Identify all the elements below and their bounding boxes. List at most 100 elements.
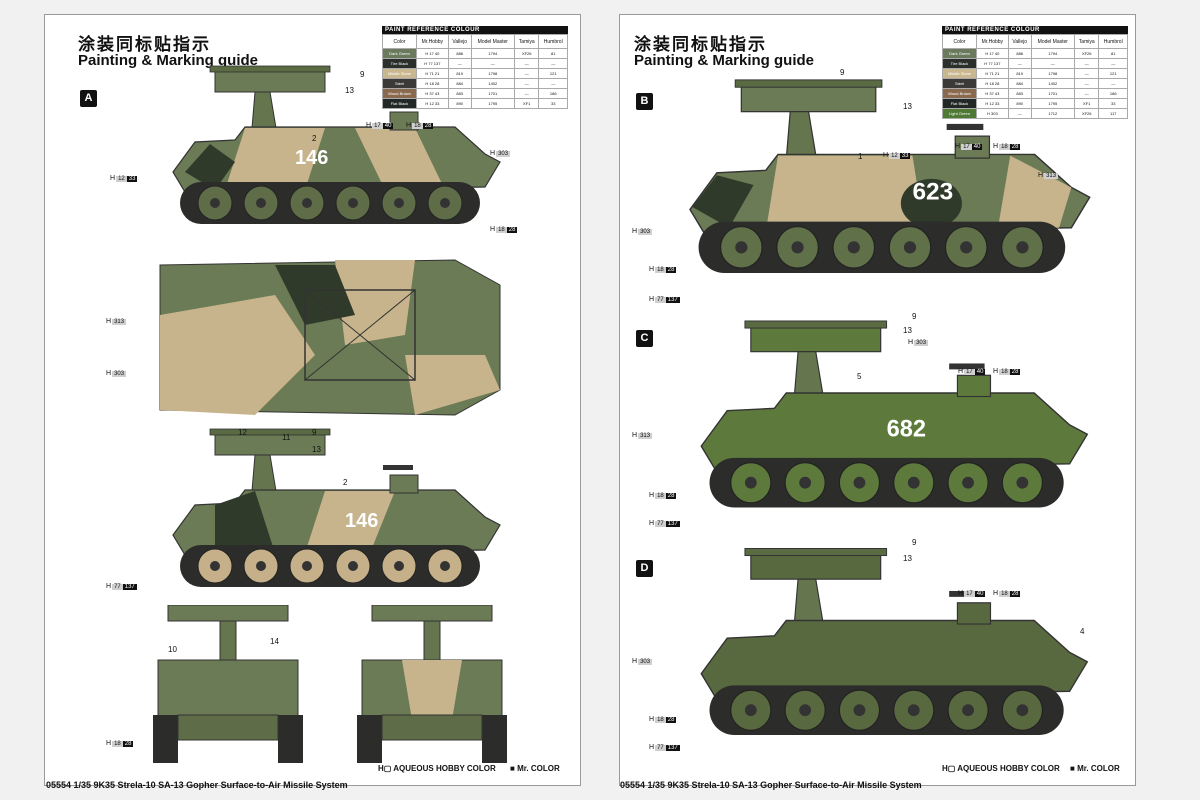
camo-patch — [765, 155, 925, 232]
callout-code: 12 — [889, 152, 900, 159]
paint-code-mm: 1402 — [1030, 78, 1075, 89]
vehicle-d-side — [700, 548, 1089, 735]
paint-code-tamiya: XF26 — [513, 48, 540, 59]
vehicle-a-side: 146 — [172, 65, 501, 224]
paint-code-humbrol: — — [1098, 78, 1128, 89]
callout-code: 313 — [112, 318, 127, 325]
commander-cupola — [389, 474, 419, 494]
callout-code: 77 — [112, 583, 123, 590]
callout-prefix: H — [649, 266, 655, 273]
title-chinese-left: 涂装同标贴指示 — [78, 35, 211, 54]
callout-mr-code: 28 — [1009, 590, 1021, 597]
hull — [157, 659, 299, 721]
wheel-hub — [907, 476, 920, 489]
track — [482, 715, 507, 763]
callout-code: 18 — [655, 266, 666, 273]
part-number-label: 13 — [345, 86, 354, 95]
callout-code: 17 — [961, 143, 972, 150]
callout-mr-code: 137 — [665, 520, 680, 527]
color-swatch: Wood Brown — [942, 88, 977, 99]
missile-tube — [744, 320, 888, 329]
paint-code-mm: 1794 — [1030, 48, 1075, 59]
callout-prefix: H — [106, 318, 112, 325]
callout-code: 18 — [655, 716, 666, 723]
callout-code: 77 — [655, 520, 666, 527]
callout-prefix: H — [993, 590, 999, 597]
missile-launcher — [750, 325, 882, 353]
callout-prefix: H — [490, 150, 496, 157]
part-number-label: 1 — [858, 152, 863, 161]
wheel-hub — [1016, 476, 1029, 489]
wheel-hub — [960, 241, 973, 254]
commander-cupola — [389, 111, 419, 131]
camo-patch — [900, 178, 962, 228]
launcher-outline — [304, 289, 416, 381]
scheme-label-d: D — [636, 560, 653, 577]
legend-aqueous-right: H▢ AQUEOUS HOBBY COLOR — [942, 764, 1060, 773]
paint-code-tamiya: XF26 — [1073, 108, 1100, 119]
part-number-label: 9 — [912, 538, 917, 547]
part-number-label: 4 — [1080, 627, 1085, 636]
paint-code-humbrol: 186 — [538, 88, 568, 99]
part-number-label: 9 — [312, 428, 317, 437]
callout-mr-code: 40 — [974, 368, 986, 375]
wheel-hub — [847, 241, 860, 254]
paint-code-tamiya: XF26 — [1073, 48, 1100, 59]
paint-code-mm: — — [1030, 58, 1075, 69]
paint-code-mm: — — [470, 58, 515, 69]
legend-mrcolor-label: Mr. COLOR — [1077, 764, 1120, 773]
paint-code-tamiya: — — [1073, 78, 1100, 89]
part-number-label: 11 — [282, 433, 291, 442]
wheel-hub — [210, 198, 220, 208]
part-number-label: 5 — [857, 372, 862, 381]
wheel-hub — [210, 561, 220, 571]
callout-prefix: H — [490, 226, 496, 233]
wheel-hub — [440, 561, 450, 571]
wheel-hub — [903, 241, 917, 254]
missile-tube — [209, 65, 331, 73]
paint-code-humbrol: — — [1098, 58, 1128, 69]
paint-code-tamiya: XF1 — [513, 98, 540, 109]
paint-code-humbrol: 33 — [1098, 98, 1128, 109]
title-english-right: Painting & Marking guide — [634, 52, 815, 69]
callout-prefix: H — [632, 228, 638, 235]
missile-launcher — [167, 605, 289, 622]
paint-code-humbrol: 33 — [538, 98, 568, 109]
part-number-label: 2 — [343, 478, 348, 487]
paint-code-tamiya: XF1 — [1073, 98, 1100, 109]
paint-code-tamiya: — — [513, 68, 540, 79]
wheel-hub — [744, 704, 757, 717]
paint-code-vallejo: — — [447, 58, 472, 69]
callout-code: 77 — [655, 296, 666, 303]
paint-code-humbrol: — — [538, 78, 568, 89]
camo-patch — [335, 260, 415, 345]
callout-prefix: H — [993, 368, 999, 375]
vehicle-b-side: 623 — [689, 79, 1091, 273]
callout-code: 313 — [1044, 172, 1059, 179]
wheel-hub — [853, 476, 866, 489]
callout-mr-code: 28 — [1009, 368, 1021, 375]
part-number-label: 9 — [360, 70, 365, 79]
scheme-label-c: C — [636, 330, 653, 347]
paint-code-tamiya: — — [1073, 68, 1100, 79]
camo-patch — [402, 660, 462, 720]
launcher-brace — [304, 289, 416, 381]
wheel-hub — [394, 561, 404, 571]
part-number-label: 13 — [903, 102, 912, 111]
callout-prefix: H — [958, 368, 964, 375]
paint-table-header: Vallejo — [447, 34, 472, 49]
